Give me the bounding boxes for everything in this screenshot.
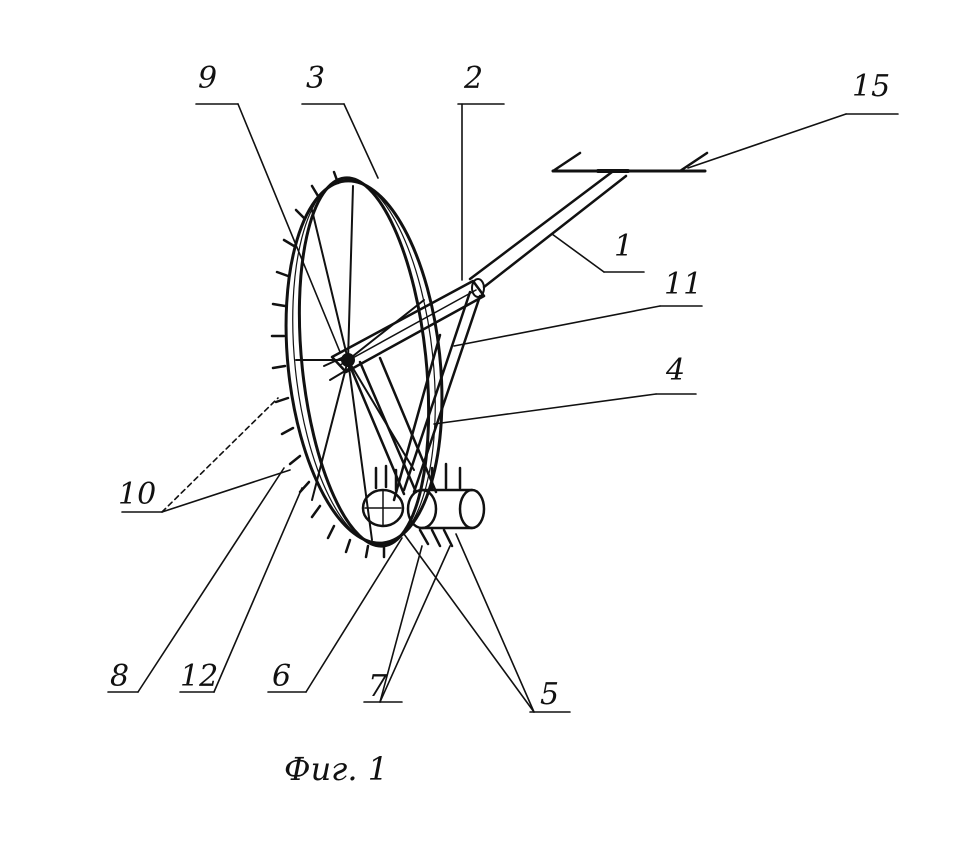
wheel-spokes (295, 185, 425, 541)
frame-struts (348, 290, 482, 502)
rim-spikes (270, 170, 386, 559)
label-5: 5 (540, 677, 559, 712)
figure-caption: Фиг. 1 (284, 750, 388, 788)
label-6: 6 (272, 659, 291, 694)
shaft (468, 170, 628, 289)
hub-tube (323, 278, 486, 381)
label-12: 12 (180, 659, 218, 694)
label-3: 3 (306, 61, 325, 96)
label-15: 15 (852, 69, 890, 104)
roller-right (406, 488, 486, 530)
label-8: 8 (110, 659, 129, 694)
roller-teeth (374, 462, 462, 548)
leader-lines (107, 103, 899, 713)
handle-crossbar (551, 151, 709, 173)
label-7: 7 (368, 669, 388, 704)
label-9: 9 (198, 61, 217, 96)
label-4: 4 (665, 353, 685, 388)
label-1: 1 (614, 229, 633, 264)
label-11: 11 (664, 267, 702, 302)
label-2: 2 (463, 61, 483, 96)
label-10: 10 (118, 477, 156, 512)
roller-left (361, 488, 405, 528)
